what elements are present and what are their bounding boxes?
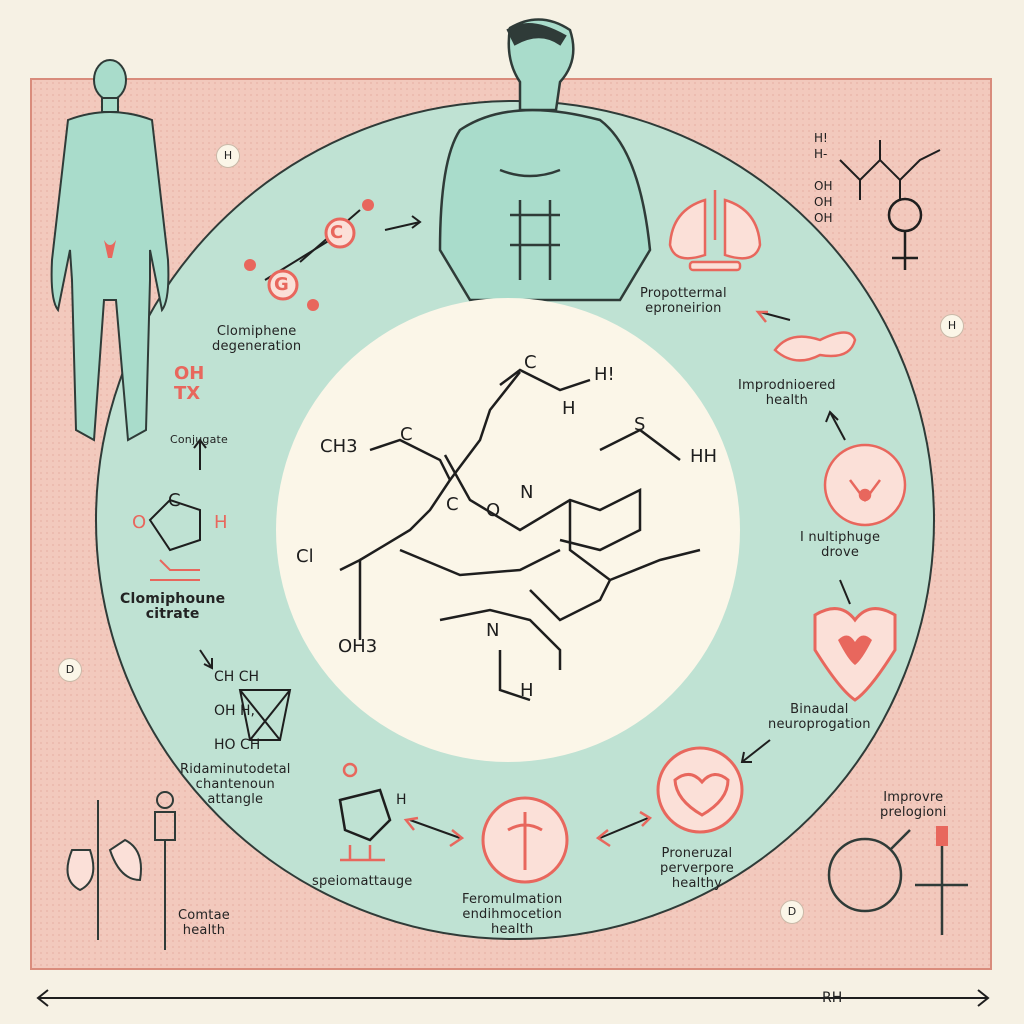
heart-shield-icon	[813, 607, 897, 702]
chem-c3: C	[446, 494, 459, 515]
cycle-arrows	[193, 215, 851, 839]
chem-c-left: C	[168, 490, 181, 511]
intestine-icon	[773, 331, 857, 362]
chem-o-left: O	[132, 512, 147, 533]
label-proportional-expression: Propottermal eproneirion	[640, 286, 727, 316]
chem-h-top: H!	[594, 364, 615, 385]
small-molecule-icon	[244, 199, 374, 311]
chem-ch3: CH3	[320, 436, 358, 457]
label-formulation-health: Feromulmation endihmocetion health	[462, 892, 563, 937]
chem-oh3: OH3	[338, 636, 378, 657]
chem-h-left: H	[214, 512, 228, 533]
chem-hh: HH	[690, 446, 718, 467]
person-outline-icon	[154, 791, 176, 950]
label-clomiphene-citrate: Clomiphoune citrate	[120, 591, 226, 622]
cross-symbol-icon	[915, 826, 968, 935]
broken-heart-icon	[656, 746, 744, 834]
chem-penta-h: H	[396, 792, 407, 808]
chem-s: S	[634, 414, 646, 435]
male-symbol-icon	[827, 829, 911, 913]
label-species-linkage: speiomattauge	[312, 874, 413, 889]
lungs-icon	[668, 190, 762, 272]
chem-oh-tx: OH TX	[174, 363, 205, 404]
cluster-structure-icon	[238, 689, 292, 741]
pentagon-structure-icon	[338, 762, 392, 862]
bottom-double-arrow	[36, 989, 990, 1007]
chem-mol-g: G	[274, 274, 289, 295]
chem-right-struct: H! H- OH OH OH	[814, 131, 833, 225]
chem-n2: N	[486, 620, 500, 641]
label-binaural: Binaudal neuroprogation	[768, 702, 871, 732]
tag-d-bottom: D	[780, 900, 804, 924]
tag-d-left: D	[58, 658, 82, 682]
center-disk	[276, 298, 740, 762]
label-multiphase: I nultiphuge drove	[800, 530, 881, 560]
kidney-icon	[823, 443, 907, 527]
branched-structure-icon	[839, 140, 941, 200]
chem-oh-cluster: CH CH OH H, HO CH	[214, 669, 261, 753]
chem-mol-c: C	[330, 222, 344, 243]
reproductive-organ-icon	[66, 800, 142, 940]
tag-h-right: H	[940, 314, 964, 338]
chem-n1: N	[520, 482, 534, 503]
label-improved-health: Improdnioered health	[738, 378, 836, 408]
label-conjugate: Conjugate	[170, 433, 229, 446]
human-figure-left-icon	[50, 59, 170, 442]
conjugate-structure-icon	[148, 498, 201, 581]
female-symbol-icon	[887, 197, 923, 270]
red-arrow-heads	[403, 310, 768, 848]
label-clomiphene-degeneration: Clomiphene degeneration	[212, 324, 302, 354]
health-symbol-icon	[481, 796, 569, 884]
label-proarterial-health: Proneruzal perverpore healthy	[660, 846, 734, 891]
bottom-arrow-label: RH	[822, 990, 843, 1006]
chem-h2: H	[562, 398, 576, 419]
chem-c-top: C	[524, 352, 537, 373]
label-corner-health: Comtae health	[178, 908, 230, 938]
chem-o: O	[486, 500, 501, 521]
chem-h-bottom: H	[520, 680, 534, 701]
label-ridaminutetal: Ridaminutodetal chantenoun attangle	[180, 762, 291, 807]
central-molecule-icon	[339, 368, 701, 702]
chem-c2: C	[400, 424, 413, 445]
human-torso-icon	[438, 18, 652, 302]
label-improve-prognosis: Improvre prelogioni	[880, 790, 947, 820]
chem-cl: Cl	[296, 546, 314, 567]
tag-h-top-left: H	[216, 144, 240, 168]
